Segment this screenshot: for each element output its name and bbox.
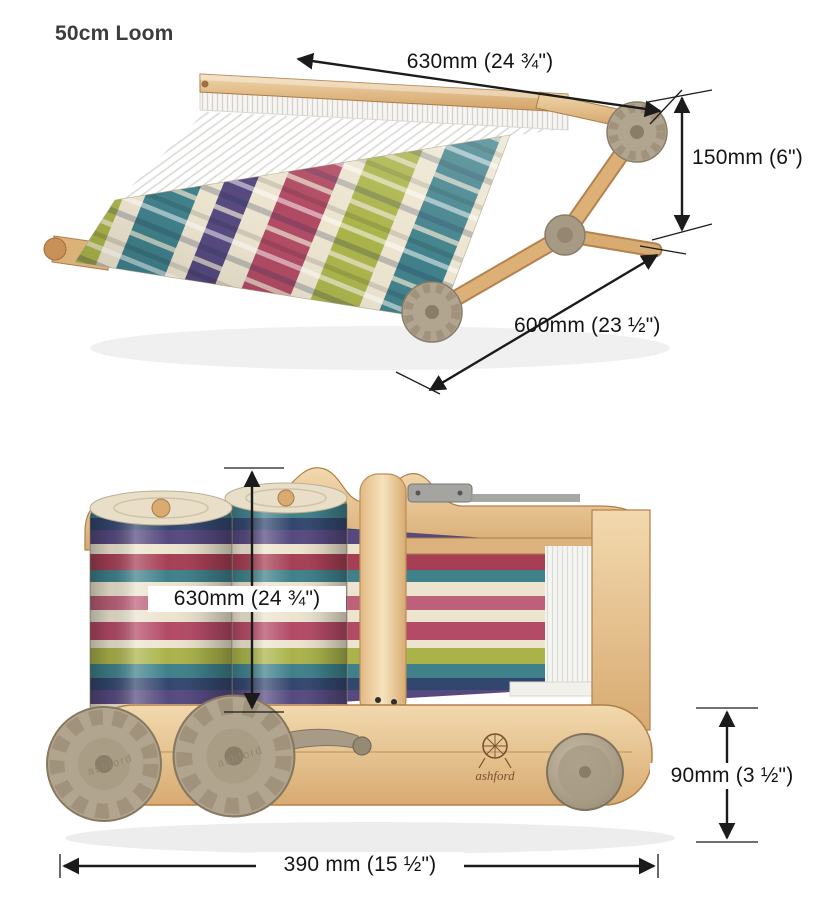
folded-loom-figure: ashford ashford ashford [40, 467, 758, 878]
page-title: 50cm Loom [55, 22, 174, 45]
folding-support-bar [359, 473, 407, 719]
assembled-loom-figure [43, 52, 713, 395]
hinge-bracket [407, 483, 580, 503]
ratchet-knob-front [402, 282, 462, 342]
ratchet-knob-center: ashford [174, 696, 295, 817]
brand-logo: ashford [475, 733, 515, 783]
dim-label-folded-knob: 90mm (3 ½") [650, 763, 814, 789]
brand-logo-text: ashford [475, 768, 515, 783]
warp-threads [118, 112, 564, 200]
dim-arrow-assembled-width [296, 52, 683, 125]
woven-cloth [74, 134, 511, 321]
dim-label-assembled-width: 630mm (24 ¾") [406, 50, 554, 73]
dim-label-folded-width: 630mm (24 ¾") [148, 586, 346, 612]
fabric-roll-front [89, 490, 233, 729]
dim-label-assembled-height: 150mm (6") [692, 146, 803, 169]
dim-arrow-assembled-height [647, 89, 713, 241]
dim-label-assembled-depth: 600mm (23 ½") [514, 314, 661, 337]
pivot-knob-middle [544, 214, 586, 256]
right-upright [591, 509, 651, 731]
ratchet-knob-left: ashford [47, 707, 161, 821]
dim-label-folded-depth: 390 mm (15 ½") [256, 852, 464, 878]
dim-arrow-assembled-depth [395, 245, 687, 395]
round-knob-right [546, 733, 624, 811]
ground-shadow [65, 822, 675, 854]
